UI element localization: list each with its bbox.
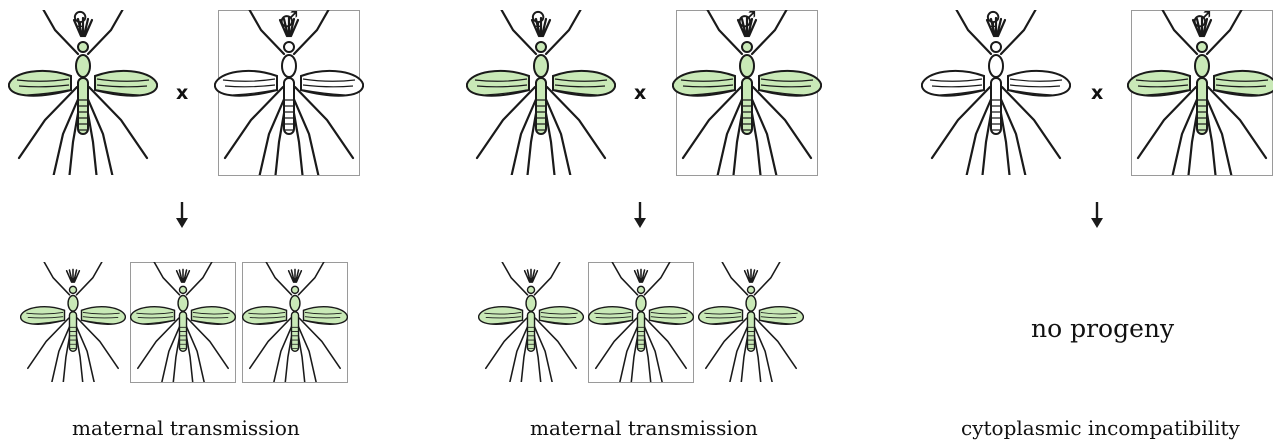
offspring-mosquito-2 <box>130 262 236 382</box>
offspring-mosquito-1 <box>478 262 584 382</box>
female-symbol: ♀ <box>72 10 88 32</box>
down-arrow-icon <box>175 200 189 230</box>
male-symbol: ♂ <box>279 10 299 32</box>
no-progeny-text: no progeny <box>1031 314 1174 343</box>
female-parent-mosquito <box>466 10 616 175</box>
offspring-mosquito-2 <box>588 262 694 382</box>
male-parent-mosquito <box>672 10 822 175</box>
female-parent-mosquito <box>8 10 158 175</box>
cross-mark: x <box>176 82 188 104</box>
panel-2: ♀ x ♂ <box>458 0 878 441</box>
male-parent-mosquito <box>1127 10 1273 175</box>
down-arrow-icon <box>1090 200 1104 230</box>
male-parent-mosquito <box>214 10 364 175</box>
offspring-mosquito-1 <box>20 262 126 382</box>
down-arrow-icon <box>633 200 647 230</box>
male-symbol: ♂ <box>737 10 757 32</box>
offspring-mosquito-3 <box>698 262 804 382</box>
female-symbol: ♀ <box>530 10 546 32</box>
panel-1: ♀ x ♂ <box>0 0 420 441</box>
male-symbol: ♂ <box>1192 10 1212 32</box>
panel-caption: maternal transmission <box>72 416 300 440</box>
cross-mark: x <box>634 82 646 104</box>
panel-3: ♀ x ♂ no progeny cytoplasmic incompatibi… <box>917 0 1273 441</box>
panel-caption: maternal transmission <box>530 416 758 440</box>
female-parent-mosquito <box>921 10 1071 175</box>
female-symbol: ♀ <box>985 10 1001 32</box>
cross-mark: x <box>1091 82 1103 104</box>
offspring-mosquito-3 <box>242 262 348 382</box>
panel-caption: cytoplasmic incompatibility <box>961 416 1240 440</box>
